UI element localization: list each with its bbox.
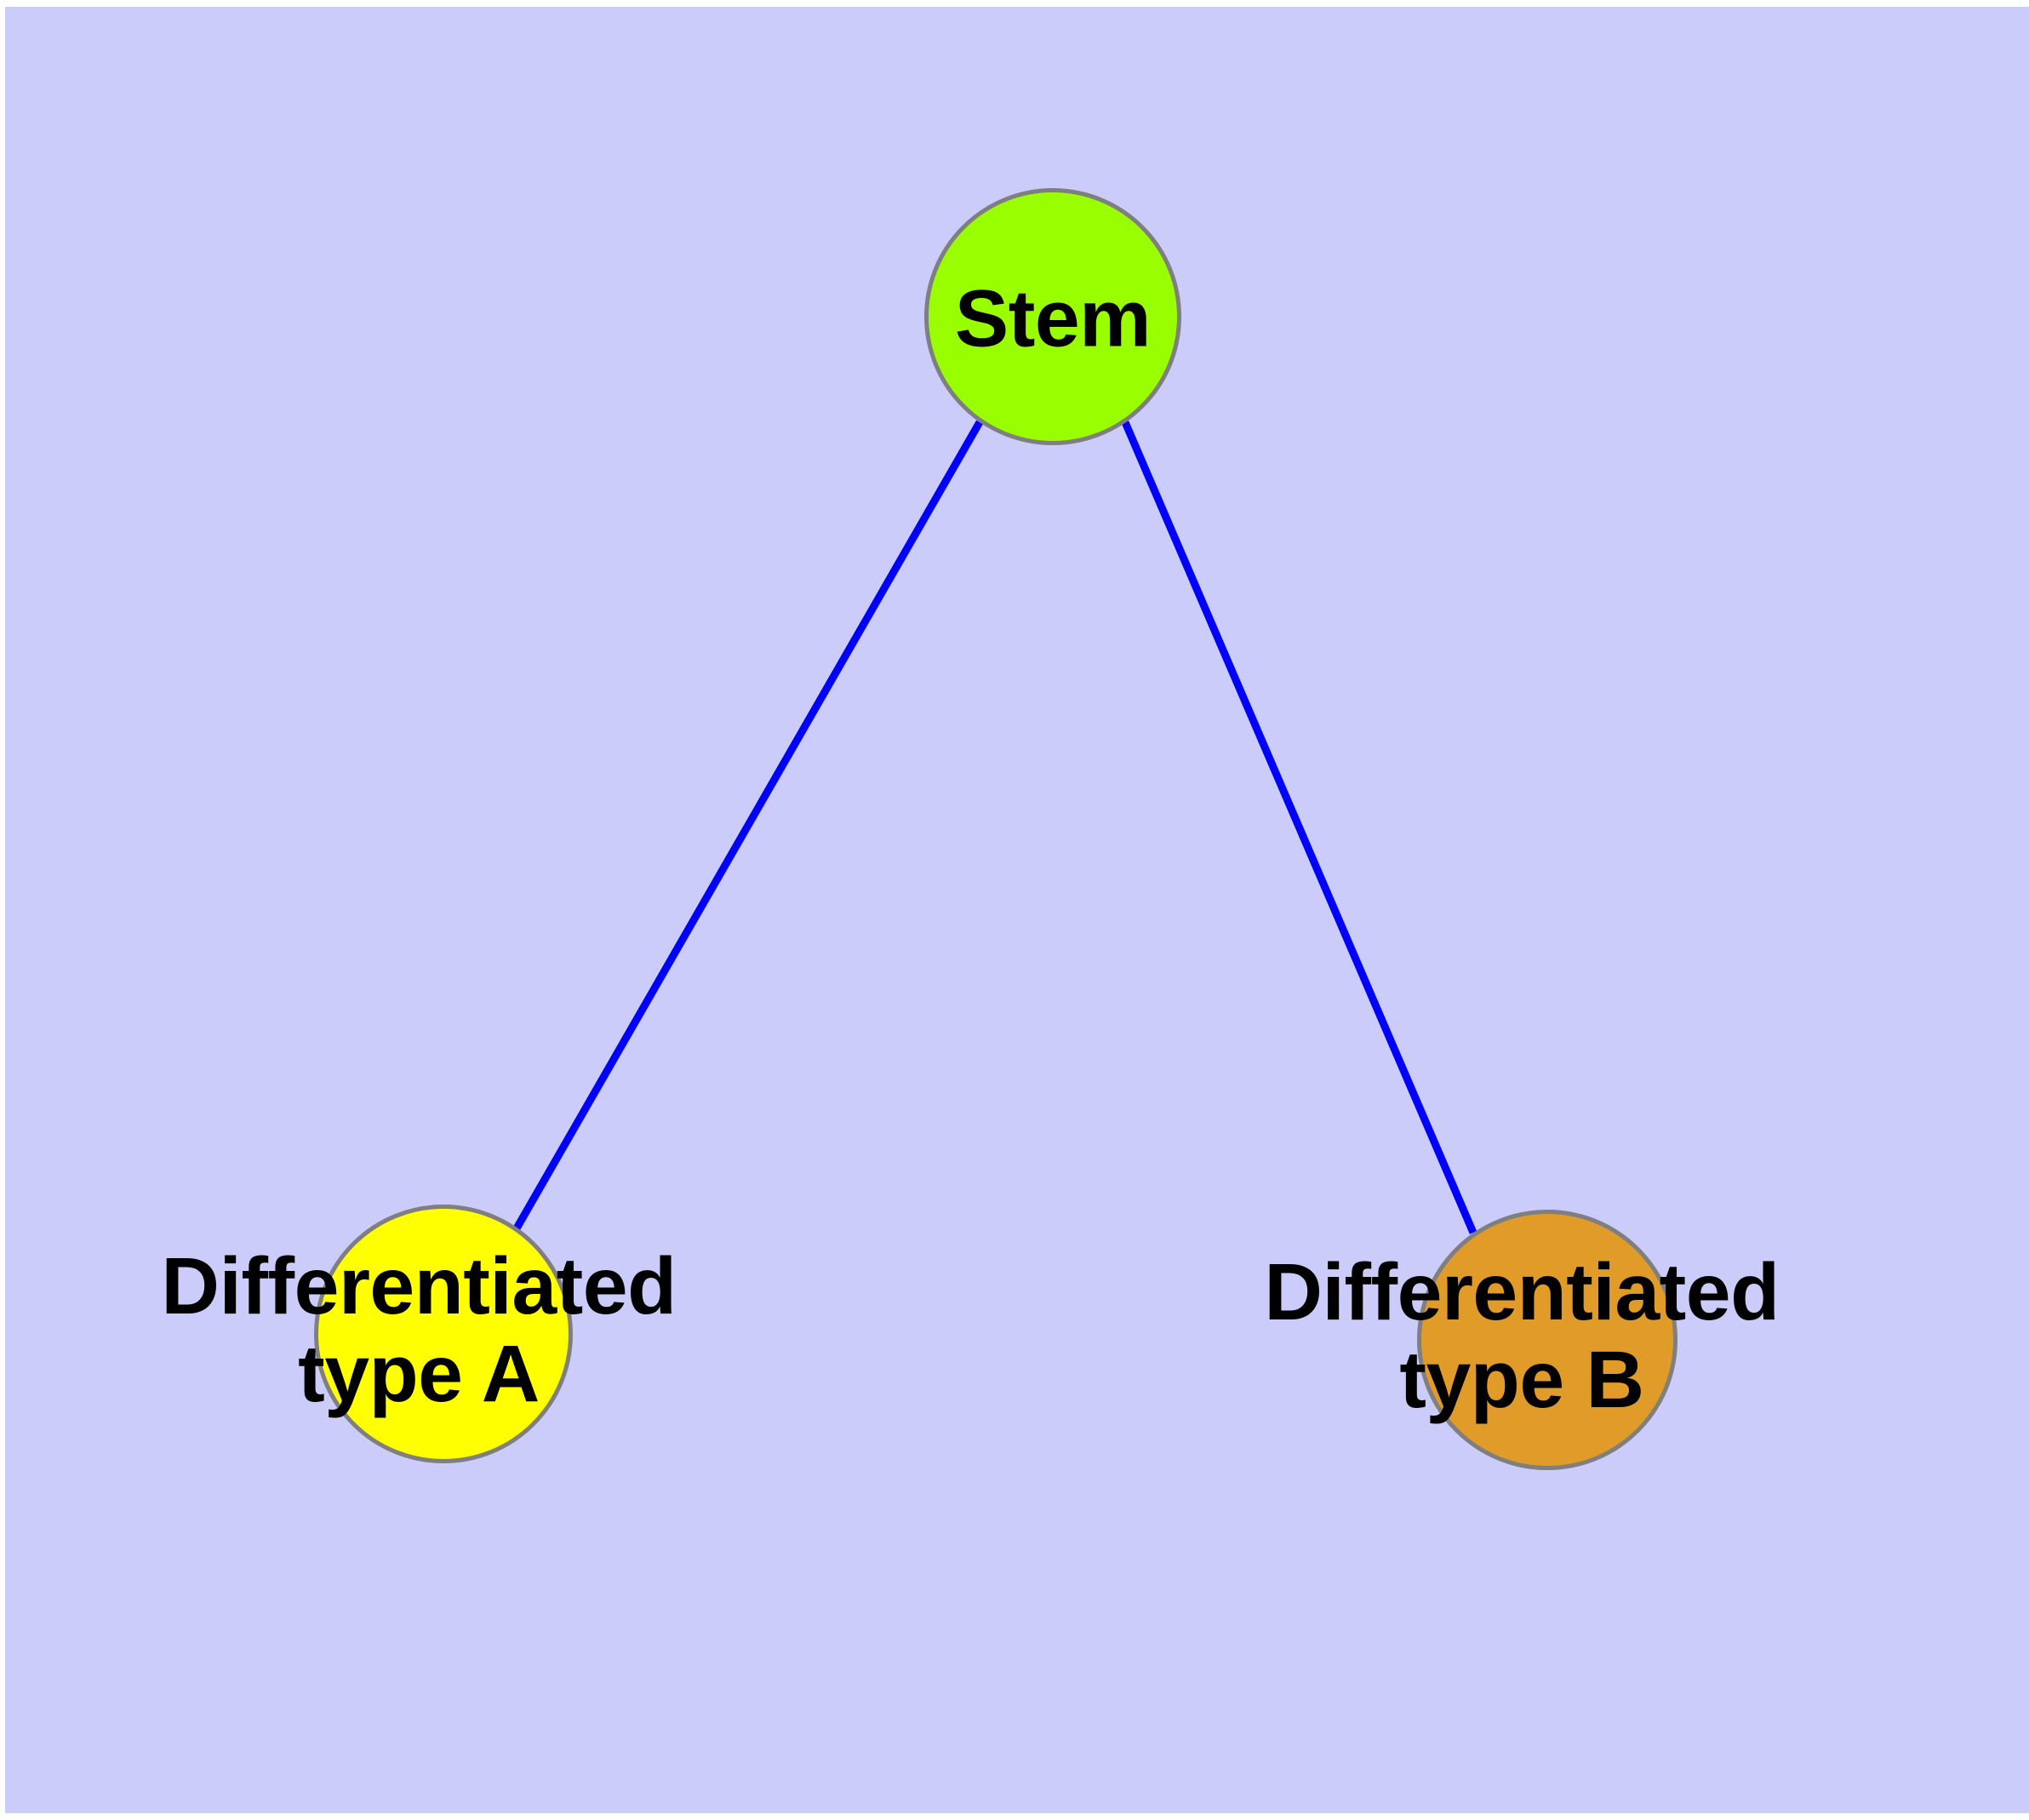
node-diff-a[interactable]: [314, 1205, 573, 1463]
node-layer: [314, 188, 1677, 1470]
edge-stem-to-diff-b: [1121, 421, 1477, 1234]
node-diff-b[interactable]: [1417, 1210, 1677, 1470]
edge-layer: [513, 420, 1477, 1234]
edge-stem-to-diff-a: [513, 420, 983, 1231]
node-stem[interactable]: [924, 188, 1181, 445]
